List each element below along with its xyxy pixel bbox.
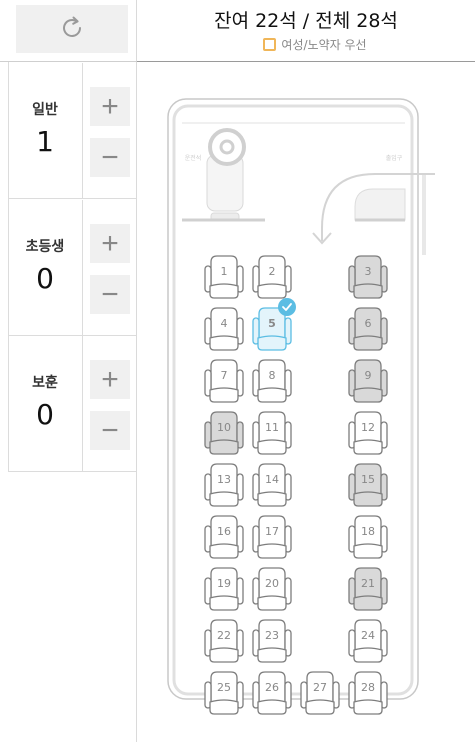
- passenger-type-label: 초등생: [25, 239, 65, 255]
- seat-11[interactable]: 11: [252, 411, 292, 455]
- seat-22[interactable]: 22: [204, 619, 244, 663]
- seat-14[interactable]: 14: [252, 463, 292, 507]
- refresh-cell: [0, 0, 137, 62]
- decrement-elementary-button[interactable]: −: [90, 275, 130, 314]
- increment-general-button[interactable]: +: [90, 87, 130, 126]
- seat-summary-header: 잔여 22석 / 전체 28석 여성/노약자 우선: [137, 0, 475, 62]
- seat-number: 24: [361, 629, 375, 642]
- seat-15: 15: [348, 463, 388, 507]
- priority-seat-legend: 여성/노약자 우선: [137, 36, 475, 53]
- selected-check-badge: [278, 298, 296, 316]
- seat-20[interactable]: 20: [252, 567, 292, 611]
- seat-7[interactable]: 7: [204, 359, 244, 403]
- seat-number: 19: [217, 577, 231, 590]
- seat-3: 3: [348, 255, 388, 299]
- passenger-count: 0: [36, 262, 54, 295]
- seat-9: 9: [348, 359, 388, 403]
- seat-1[interactable]: 1: [204, 255, 244, 299]
- seat-27[interactable]: 27: [300, 671, 340, 715]
- seat-16[interactable]: 16: [204, 515, 244, 559]
- seat-number: 7: [221, 369, 228, 382]
- seat-number: 5: [268, 317, 276, 330]
- refresh-button[interactable]: [16, 5, 128, 53]
- seat-number: 28: [361, 681, 375, 694]
- seat-number: 21: [361, 577, 375, 590]
- passenger-count: 0: [36, 398, 54, 431]
- seat-number: 4: [221, 317, 228, 330]
- seat-12[interactable]: 12: [348, 411, 388, 455]
- passenger-info: 일반 1: [8, 63, 83, 198]
- seat-18[interactable]: 18: [348, 515, 388, 559]
- seat-4[interactable]: 4: [204, 307, 244, 351]
- seat-23[interactable]: 23: [252, 619, 292, 663]
- seat-number: 2: [269, 265, 276, 278]
- passenger-type-veteran: 보훈 0 + −: [8, 336, 136, 472]
- seat-number: 13: [217, 473, 231, 486]
- seat-number: 11: [265, 421, 279, 434]
- increment-veteran-button[interactable]: +: [90, 360, 130, 399]
- decrement-veteran-button[interactable]: −: [90, 411, 130, 450]
- entrance-arrow-head: [312, 232, 332, 245]
- door-label: 출입구: [386, 154, 403, 162]
- seat-10: 10: [204, 411, 244, 455]
- seat-28[interactable]: 28: [348, 671, 388, 715]
- seat-summary-title: 잔여 22석 / 전체 28석: [214, 10, 398, 32]
- passenger-type-general: 일반 1 + −: [8, 63, 136, 199]
- seat-17[interactable]: 17: [252, 515, 292, 559]
- seat-26[interactable]: 26: [252, 671, 292, 715]
- seat-number: 1: [221, 265, 228, 278]
- seat-8[interactable]: 8: [252, 359, 292, 403]
- passenger-type-label: 일반: [32, 102, 58, 118]
- passenger-panel: 일반 1 + − 초등생 0 + − 보훈 0 + −: [0, 0, 137, 742]
- seat-number: 15: [361, 473, 375, 486]
- seat-number: 20: [265, 577, 279, 590]
- seat-number: 3: [365, 265, 372, 278]
- seat-24[interactable]: 24: [348, 619, 388, 663]
- passenger-type-elementary: 초등생 0 + −: [8, 200, 136, 336]
- seat-number: 14: [265, 473, 279, 486]
- increment-elementary-button[interactable]: +: [90, 224, 130, 263]
- seat-number: 18: [361, 525, 375, 538]
- entrance-arrow-path: [321, 173, 435, 241]
- seat-6: 6: [348, 307, 388, 351]
- divider: [8, 62, 9, 472]
- entrance-door: [354, 188, 406, 221]
- passenger-info: 보훈 0: [8, 336, 83, 471]
- seat-number: 6: [365, 317, 372, 330]
- driver-label: 운전석: [185, 154, 202, 162]
- seat-number: 9: [365, 369, 372, 382]
- seat-number: 22: [217, 629, 231, 642]
- passenger-type-label: 보훈: [32, 375, 58, 391]
- seat-13[interactable]: 13: [204, 463, 244, 507]
- passenger-count: 1: [36, 125, 54, 158]
- priority-seat-label: 여성/노약자 우선: [281, 38, 367, 52]
- seat-2[interactable]: 2: [252, 255, 292, 299]
- seat-number: 25: [217, 681, 231, 694]
- bus-inner-outline: [172, 104, 414, 696]
- seat-number: 10: [217, 421, 231, 434]
- seat-number: 26: [265, 681, 279, 694]
- seat-25[interactable]: 25: [204, 671, 244, 715]
- seat-number: 17: [265, 525, 279, 538]
- seat-number: 23: [265, 629, 279, 642]
- door-frame: [422, 175, 426, 255]
- seat-number: 8: [269, 369, 276, 382]
- refresh-icon: [59, 15, 85, 44]
- seat-number: 16: [217, 525, 231, 538]
- driver-seat: [206, 128, 246, 222]
- seat-21: 21: [348, 567, 388, 611]
- priority-seat-swatch: [263, 38, 277, 51]
- check-icon: [282, 303, 292, 311]
- seat-number: 12: [361, 421, 375, 434]
- seat-5[interactable]: 5: [252, 298, 296, 351]
- decrement-general-button[interactable]: −: [90, 138, 130, 177]
- seat-number: 27: [313, 681, 327, 694]
- passenger-info: 초등생 0: [8, 200, 83, 335]
- seat-19[interactable]: 19: [204, 567, 244, 611]
